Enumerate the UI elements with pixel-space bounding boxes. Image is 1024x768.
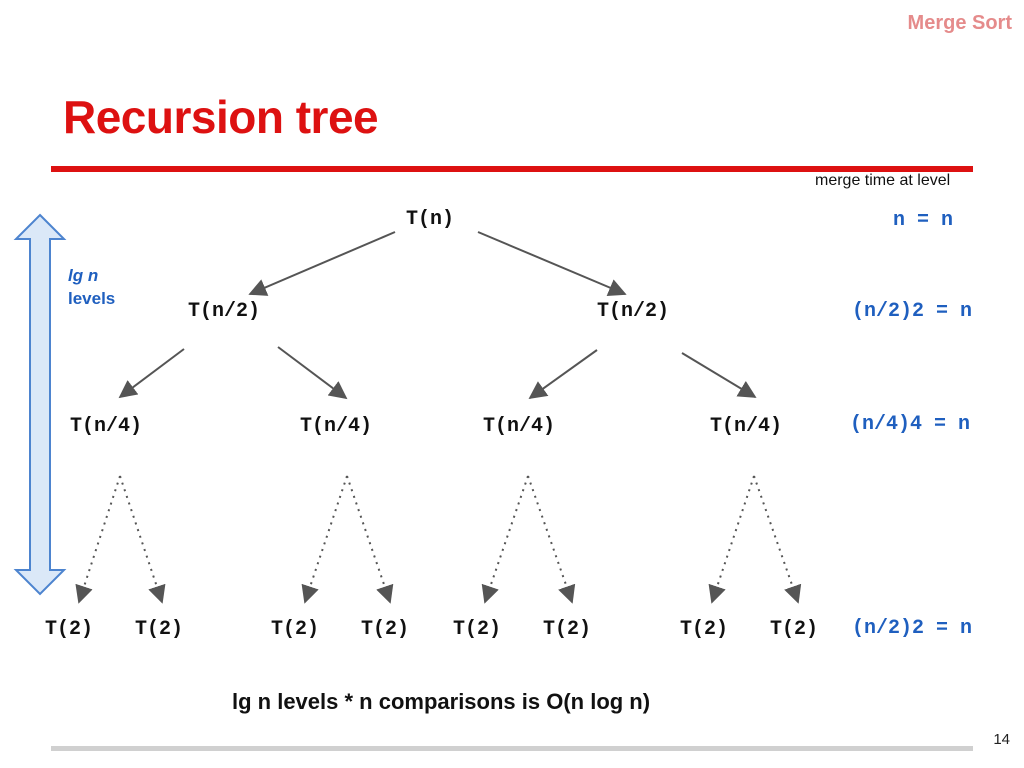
tree-node-l2-3: T(n/4): [483, 415, 556, 438]
conclusion-text: lg n levels * n comparisons is O(n log n…: [232, 689, 651, 714]
edge-l1b-left: [528, 349, 598, 400]
merge-time-header: merge time at level: [815, 172, 951, 189]
edge-l1a-right: [277, 346, 348, 400]
dotted-edge-1: [75, 475, 121, 604]
tree-node-root: T(n): [406, 208, 455, 231]
slide-title: Recursion tree: [63, 91, 379, 143]
tree-node-l1-2: T(n/2): [597, 300, 670, 323]
title-underline: [51, 166, 973, 172]
tree-node-l2-2: T(n/4): [300, 415, 373, 438]
tree-leaf-1: T(2): [45, 618, 94, 641]
tree-node-l2-1: T(n/4): [70, 415, 143, 438]
dotted-edge-3: [301, 475, 348, 604]
edge-root-left: [248, 231, 396, 296]
edge-root-right: [477, 231, 627, 296]
merge-time-level-1: (n/2)2 = n: [852, 300, 973, 323]
dotted-edge-2: [119, 475, 166, 604]
tree-leaf-5: T(2): [453, 618, 502, 641]
merge-time-level-leaf: (n/2)2 = n: [852, 617, 973, 640]
tree-leaf-6: T(2): [543, 618, 592, 641]
tree-leaf-7: T(2): [680, 618, 729, 641]
tree-leaf-4: T(2): [361, 618, 410, 641]
dotted-edge-4: [346, 475, 394, 604]
page-number: 14: [993, 731, 1010, 748]
dotted-edge-6: [527, 475, 576, 604]
edge-l1a-left: [118, 348, 185, 399]
levels-label: lg n levels: [68, 264, 115, 310]
tree-leaf-8: T(2): [770, 618, 819, 641]
levels-double-arrow-icon: [13, 213, 67, 596]
tree-node-l1-1: T(n/2): [188, 300, 261, 323]
merge-time-level-2: (n/4)4 = n: [850, 413, 971, 436]
section-title: Merge Sort: [907, 12, 1012, 34]
levels-label-line1: lg n: [68, 266, 99, 285]
dotted-edge-5: [481, 475, 529, 604]
tree-leaf-2: T(2): [135, 618, 184, 641]
merge-time-level-0: n = n: [893, 209, 954, 232]
levels-label-line2: levels: [68, 289, 116, 308]
footer-divider: [51, 746, 973, 751]
edge-l1b-right: [681, 352, 757, 398]
tree-leaf-3: T(2): [271, 618, 320, 641]
tree-node-l2-4: T(n/4): [710, 415, 783, 438]
dotted-edge-8: [753, 475, 802, 604]
dotted-edge-7: [708, 475, 755, 604]
